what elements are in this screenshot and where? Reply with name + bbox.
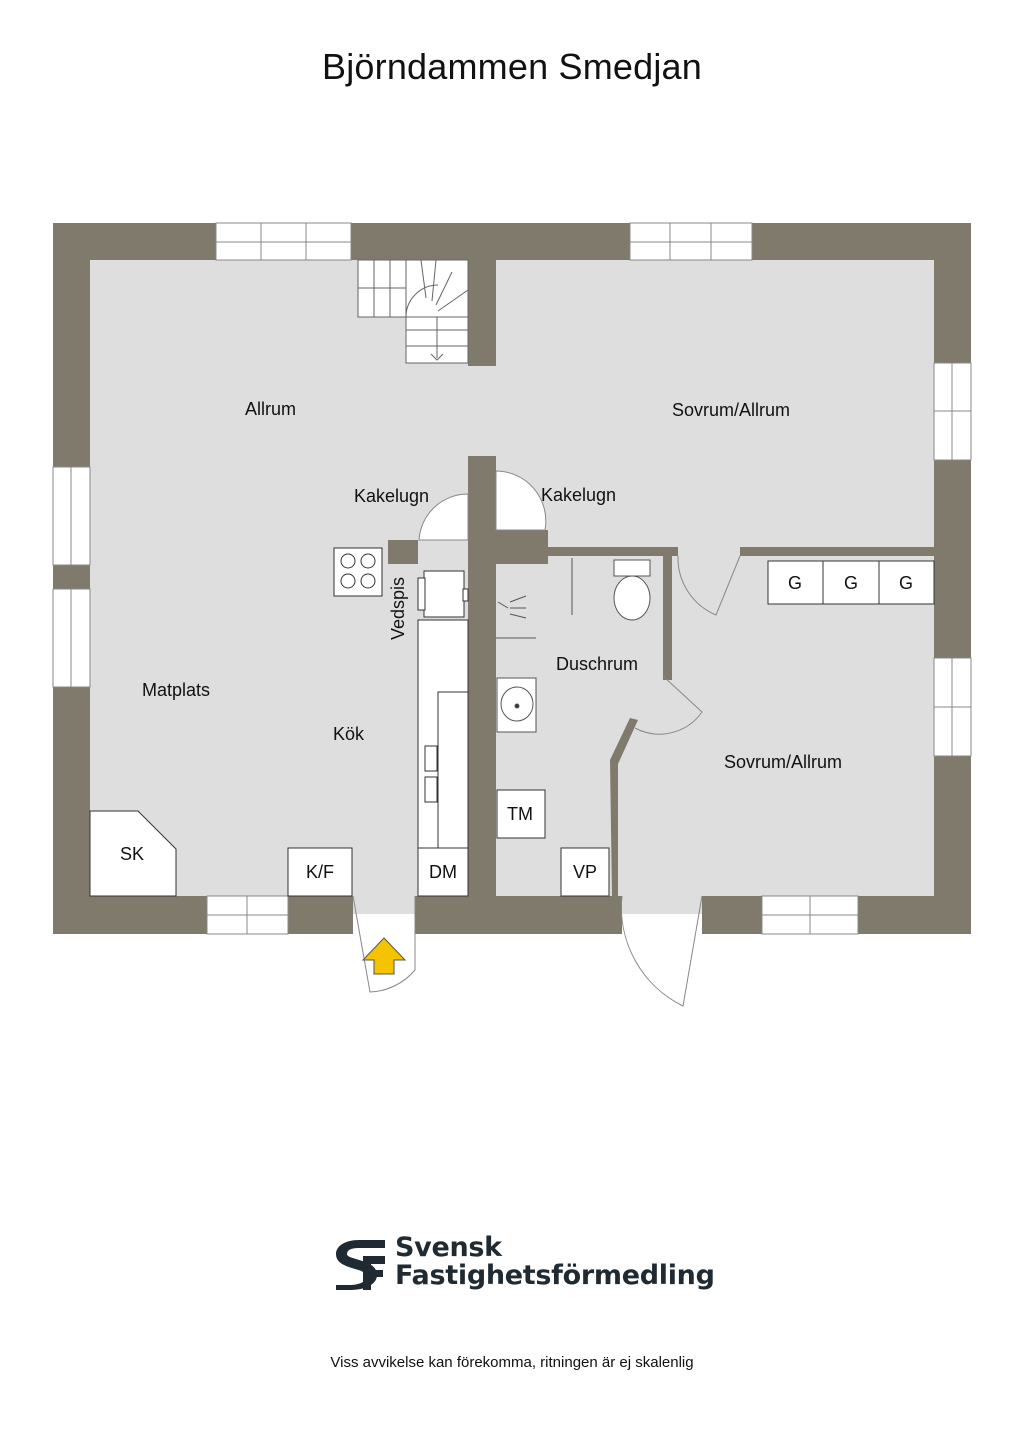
appliances (89, 789, 610, 897)
kakelugn-stoves (418, 470, 547, 541)
back-door-opening (622, 914, 702, 934)
bathroom-fixtures (496, 558, 651, 733)
logo-line1: Svensk (395, 1232, 502, 1263)
room-label-matplats: Matplats (142, 680, 210, 700)
room-label-kok: Kök (333, 724, 365, 744)
windows (52, 222, 972, 935)
label-wardrobe-2: G (844, 573, 858, 593)
room-label-sovrum-top: Sovrum/Allrum (672, 400, 790, 420)
interior-walls (388, 260, 934, 896)
label-dm: DM (429, 862, 457, 882)
room-label-duschrum: Duschrum (556, 654, 638, 674)
interior-doors (634, 555, 741, 735)
label-kakelugn-right: Kakelugn (541, 485, 616, 505)
vedspis-icon (417, 570, 469, 618)
staircase (357, 259, 469, 364)
label-sk: SK (120, 844, 144, 864)
brand-logo: Svensk Fastighetsförmedling (333, 1234, 715, 1298)
exterior-doors (352, 895, 703, 1007)
label-vp: VP (573, 862, 597, 882)
logo-line2: Fastighetsförmedling (395, 1260, 715, 1291)
front-door-threshold (353, 896, 415, 914)
label-tm: TM (507, 804, 533, 824)
disclaimer: Viss avvikelse kan förekomma, ritningen … (330, 1354, 694, 1371)
room-label-sovrum-bottom: Sovrum/Allrum (724, 752, 842, 772)
label-kakelugn-left: Kakelugn (354, 486, 429, 506)
stove-icon (333, 547, 383, 597)
logo-mark-icon (336, 1240, 385, 1290)
entrance-arrow-icon (361, 937, 407, 975)
wardrobes (767, 560, 935, 605)
page-title: Björndammen Smedjan (322, 46, 702, 87)
front-door-opening (353, 914, 415, 934)
room-label-allrum: Allrum (245, 399, 296, 419)
label-kf: K/F (306, 862, 334, 882)
kitchen-counter (417, 619, 469, 897)
label-vedspis: Vedspis (388, 577, 408, 640)
label-wardrobe-3: G (899, 573, 913, 593)
back-door-threshold (622, 896, 702, 914)
label-wardrobe-1: G (788, 573, 802, 593)
